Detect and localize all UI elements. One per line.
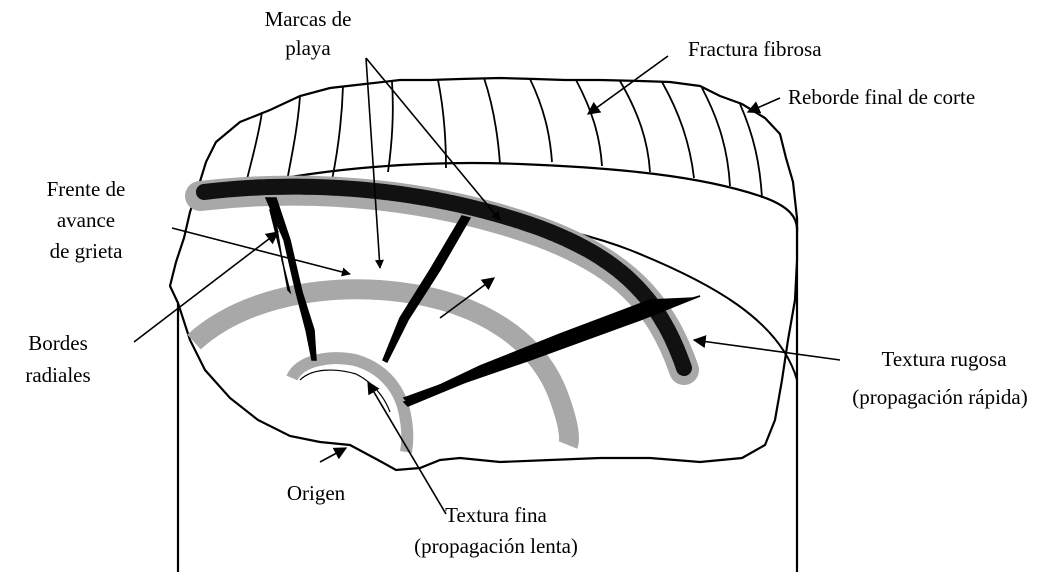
label-rugosa-1: Textura rugosa [881,347,1007,371]
fracture-outline [170,78,797,470]
label-frente-3: de grieta [50,239,124,263]
label-reborde: Reborde final de corte [788,85,975,109]
label-fractura-fibrosa: Fractura fibrosa [688,37,822,61]
label-fina-2: (propagación lenta) [414,534,578,558]
label-fina-1: Textura fina [445,503,547,527]
label-frente-1: Frente de [47,177,126,201]
label-bordes-2: radiales [25,363,90,387]
label-rugosa-2: (propagación rápida) [852,385,1028,409]
label-marcas-1: Marcas de [265,7,352,31]
label-frente-2: avance [57,208,115,232]
label-origen: Origen [287,481,346,505]
label-bordes-1: Bordes [28,331,88,355]
label-marcas-2: playa [285,36,331,60]
arrow-reborde [748,98,780,112]
arrow-origen [320,448,346,462]
